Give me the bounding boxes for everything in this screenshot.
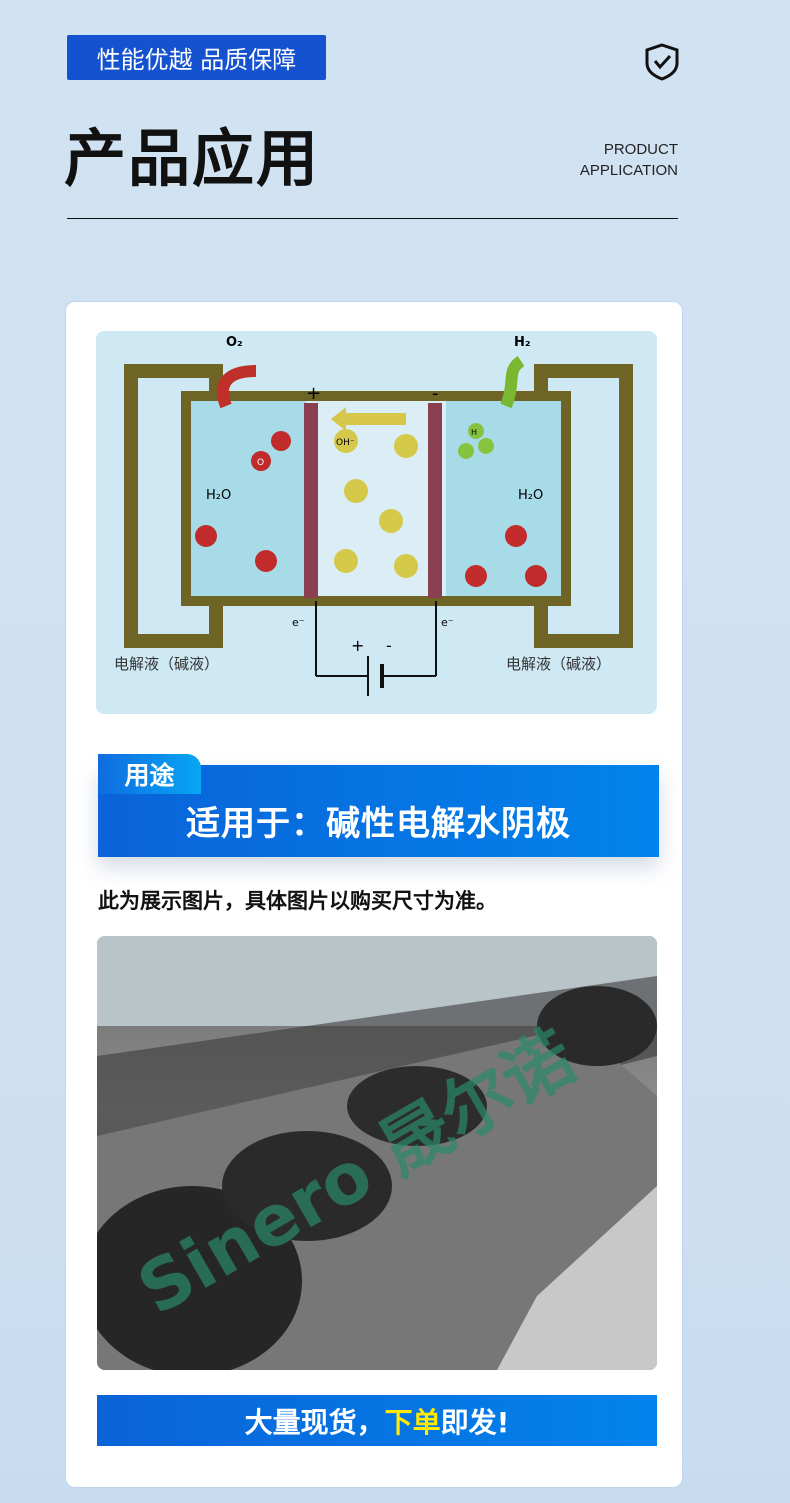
electron-label: e⁻ bbox=[441, 616, 454, 629]
battery-plus: + bbox=[351, 636, 364, 655]
shield-check-icon bbox=[645, 43, 679, 81]
subtitle-line: APPLICATION bbox=[579, 162, 678, 179]
stock-highlight: 下单 bbox=[384, 1405, 441, 1439]
h-label: H bbox=[471, 428, 477, 437]
electrolyte-right: 电解液（碱液） bbox=[506, 655, 611, 673]
stock-text: 大量现货， bbox=[244, 1405, 385, 1439]
subtitle-line: PRODUCT bbox=[603, 141, 678, 158]
page-title: 产品应用 bbox=[64, 122, 321, 195]
oh-label: OH⁻ bbox=[336, 438, 355, 448]
stock-banner: 大量现货，下单即发! bbox=[97, 1395, 657, 1446]
product-photo: Sinero 晟尔诺 bbox=[97, 936, 657, 1370]
electrolyte-left: 电解液（碱液） bbox=[114, 655, 219, 673]
electron-label: e⁻ bbox=[292, 616, 305, 629]
anode-plus: + bbox=[306, 383, 321, 404]
usage-text: 适用于：碱性电解水阴极 bbox=[186, 804, 571, 844]
h2o-right: H₂O bbox=[518, 488, 543, 503]
battery-minus: - bbox=[386, 636, 392, 655]
h2-label: H₂ bbox=[514, 335, 531, 350]
cathode-minus: - bbox=[432, 383, 439, 404]
image-disclaimer: 此为展示图片，具体图片以购买尺寸为准。 bbox=[98, 889, 497, 913]
tagline-badge: 性能优越 品质保障 bbox=[67, 35, 326, 80]
electrolysis-diagram: O₂ H₂ + - OH⁻ H₂O H₂O H O e⁻ e⁻ + - 电解液（… bbox=[96, 331, 657, 714]
h2o-left: H₂O bbox=[206, 488, 231, 503]
o-label: O bbox=[257, 458, 264, 468]
divider bbox=[67, 218, 678, 219]
english-subtitle: PRODUCT APPLICATION bbox=[580, 139, 678, 181]
o2-label: O₂ bbox=[226, 335, 243, 350]
stock-text-end: 即发! bbox=[440, 1405, 510, 1439]
usage-tab: 用途 bbox=[98, 754, 201, 794]
